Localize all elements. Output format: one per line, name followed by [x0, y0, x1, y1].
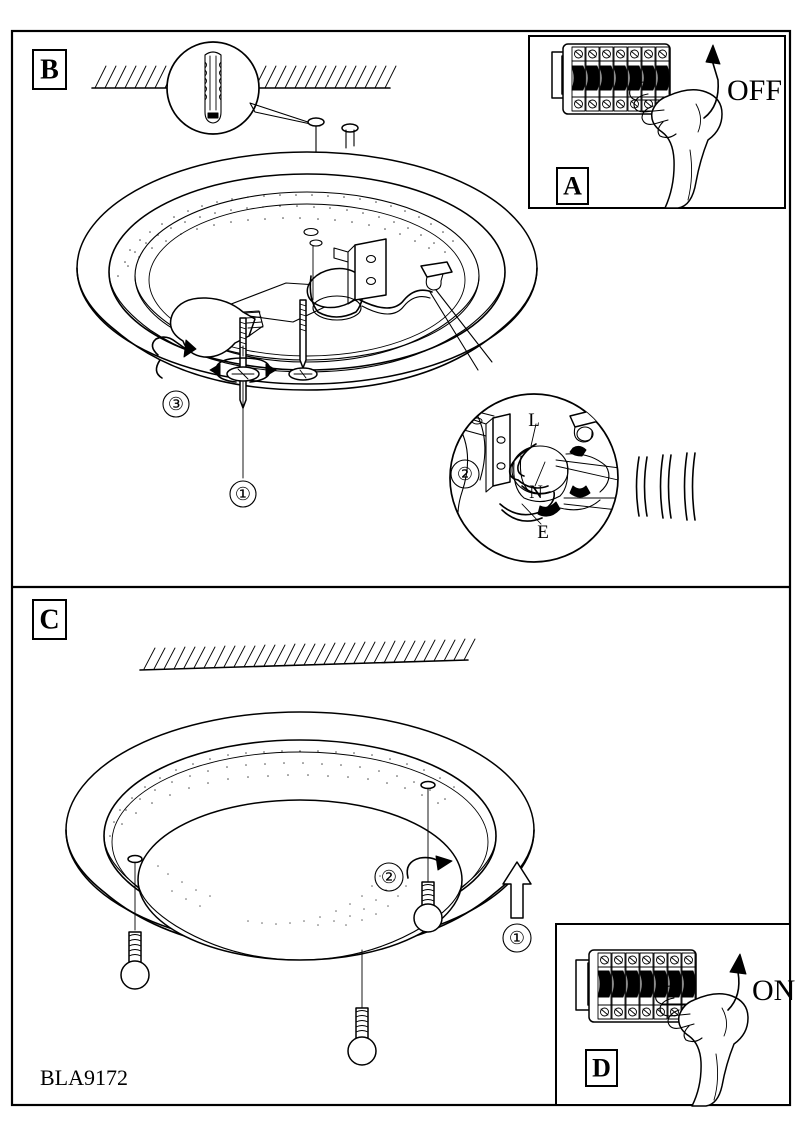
- step-3-label: ③: [168, 394, 184, 414]
- hand-switching-off: [629, 81, 723, 209]
- step-2-label: ②: [457, 464, 473, 484]
- earth-clip: [420, 261, 453, 291]
- step-c2-label: ②: [381, 867, 397, 887]
- screw-in-plate: [288, 299, 318, 381]
- step-marker-3: ③: [151, 336, 197, 418]
- panel-label-c: C: [32, 599, 67, 640]
- breaker-panel-d: [575, 949, 697, 1023]
- step-1-label: ①: [235, 484, 251, 504]
- panel-b-content: ③ ①: [76, 41, 696, 563]
- light-bulb: [169, 297, 264, 358]
- thumb-screw-left: [120, 854, 150, 990]
- terminal-label-n: N: [529, 482, 543, 503]
- svg-text:B: B: [40, 55, 59, 86]
- assembled-luminaire: ② ①: [65, 711, 535, 1066]
- breaker-panel-a: [551, 43, 671, 115]
- reference-code: BLA9172: [40, 1065, 128, 1090]
- mounting-bracket: [333, 238, 387, 305]
- step-c1-label: ①: [509, 928, 525, 948]
- panel-label-b: B: [32, 49, 67, 90]
- on-arrow: [727, 953, 747, 1011]
- supply-cable: [635, 452, 696, 521]
- off-arrow: [703, 44, 721, 119]
- inset-d-power-on: ON D: [555, 923, 795, 1107]
- off-label: OFF: [727, 74, 782, 107]
- thumb-screw-right: [406, 780, 453, 933]
- panel-label-d: D: [592, 1054, 611, 1083]
- wall-plug-magnifier: [166, 41, 321, 135]
- panel-label-a: A: [563, 172, 582, 201]
- on-label: ON: [752, 974, 795, 1007]
- ceiling-line-c: [139, 638, 476, 671]
- ceiling-screw-b-1: [307, 117, 325, 161]
- base-plate-assembly: [76, 151, 538, 391]
- terminal-label-l: L: [528, 410, 540, 431]
- step-c2-circle: [374, 862, 404, 892]
- sheet-border: [10, 29, 792, 1107]
- thumb-screw-bottom: [347, 949, 377, 1066]
- loose-screw-1: ①: [209, 317, 277, 508]
- panel-c-content: ② ①: [65, 638, 535, 1066]
- terminal-label-e: E: [537, 522, 549, 543]
- svg-text:C: C: [39, 605, 59, 636]
- hand-switching-on: [655, 985, 749, 1107]
- terminal-block-magnifier: ② L N E: [449, 393, 619, 563]
- ceiling-screw-b-2: [341, 123, 359, 149]
- inset-a-power-off: OFF A: [528, 35, 786, 209]
- lift-arrow: ①: [502, 861, 532, 953]
